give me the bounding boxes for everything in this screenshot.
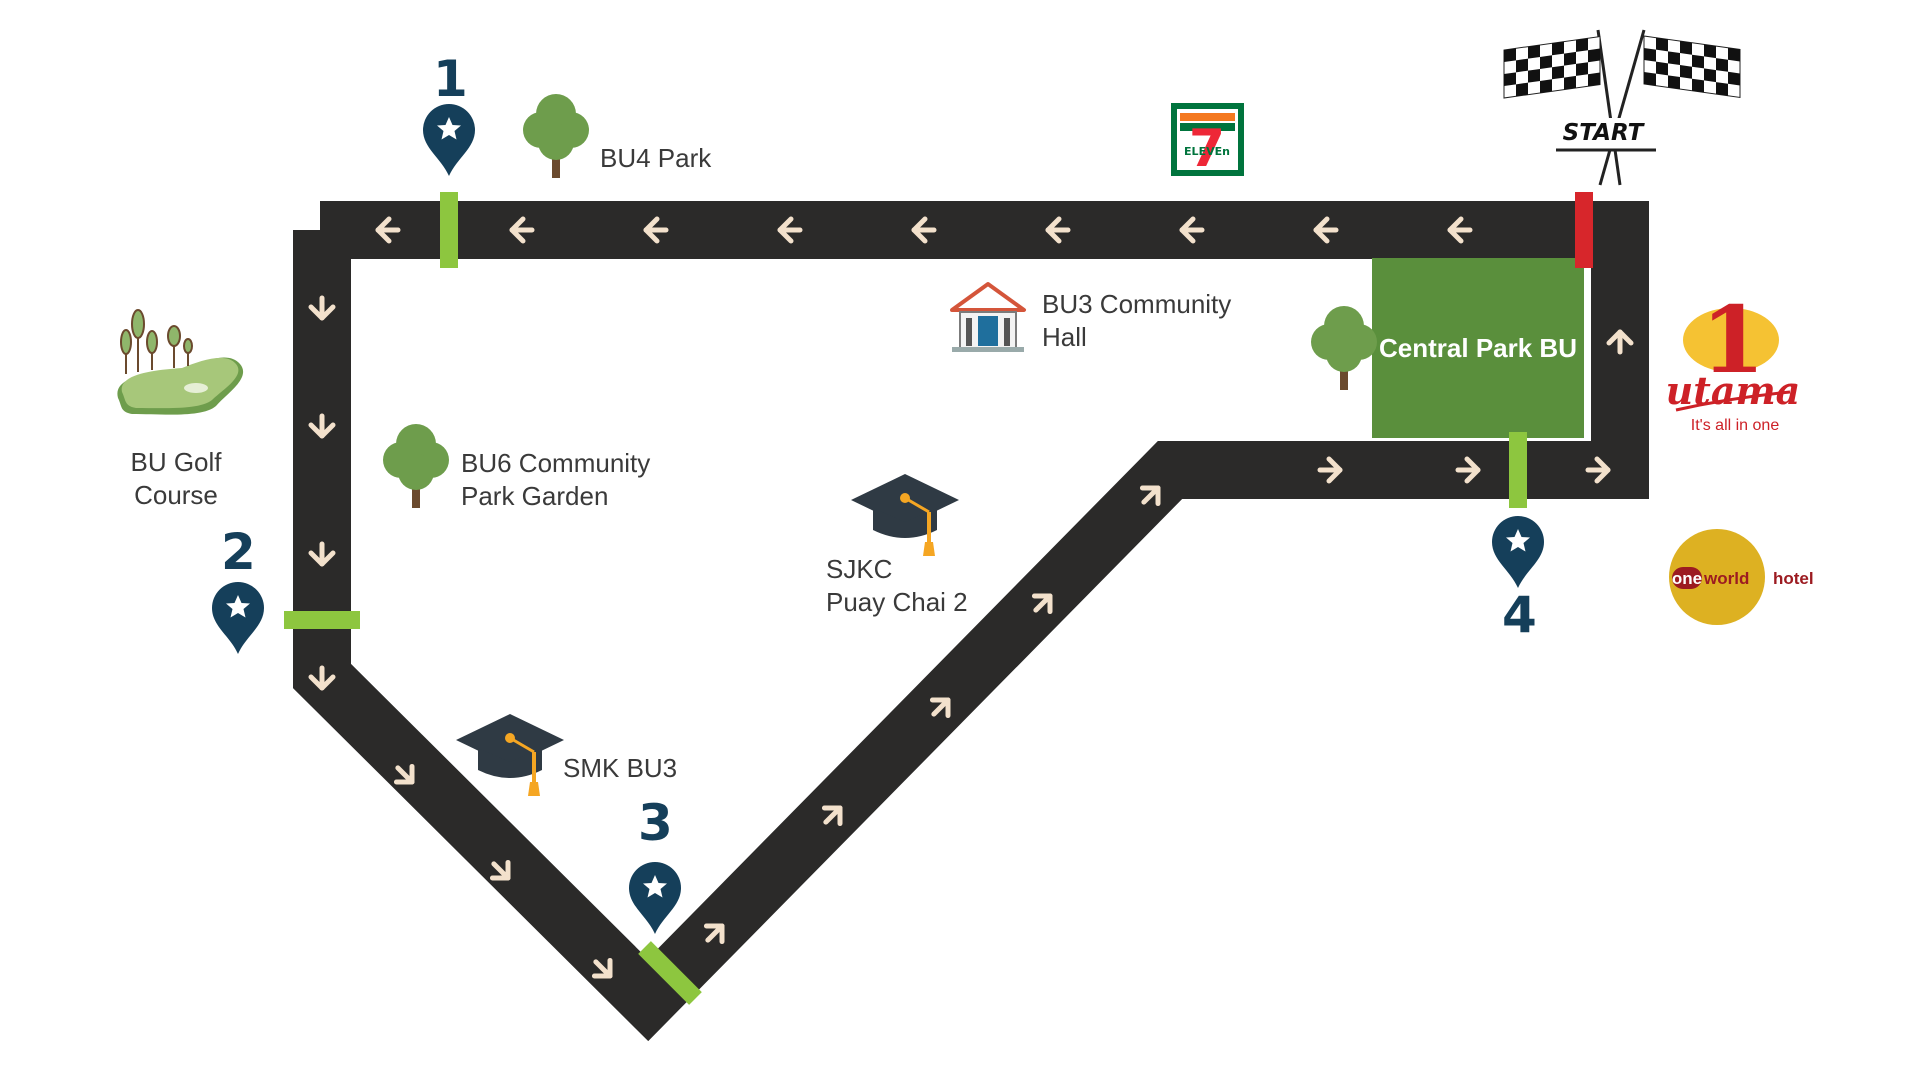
utama-wordmark: utama	[1666, 368, 1801, 413]
oneworld-prefix: one	[1672, 569, 1702, 588]
seven-eleven-wordmark: ELEVEn	[1184, 145, 1230, 158]
start-label: START	[1562, 120, 1644, 146]
seven-eleven-logo: 7 ELEVEn	[1171, 103, 1244, 179]
seven-eleven-digit: 7	[1189, 119, 1225, 179]
oneworld-suffix: hotel	[1773, 569, 1814, 588]
utama-number: 1	[1701, 286, 1765, 394]
checkered-flag-icon	[1503, 29, 1741, 186]
community-hall-icon	[950, 282, 1026, 352]
checkpoint-1-bar	[440, 192, 458, 268]
central-park-label: Central Park BU	[1379, 332, 1577, 363]
checkpoint-2-bar	[284, 611, 360, 629]
tree-icon	[1311, 306, 1377, 390]
bu4-park-label: BU4 Park	[600, 143, 712, 173]
start-bar	[1575, 192, 1593, 268]
checkpoint-1-number: 1	[433, 50, 468, 108]
bu3-community-hall-label: BU3 Community Hall	[1042, 289, 1232, 352]
checkpoint-4-bar	[1509, 432, 1527, 508]
checkpoint-3-bar	[638, 941, 702, 1005]
tree-icon	[523, 94, 589, 178]
golf-course-icon	[117, 309, 244, 415]
bu6-garden-label: BU6 Community Park Garden	[461, 448, 651, 511]
map-pin-star-icon	[423, 104, 475, 176]
graduation-cap-icon	[849, 472, 961, 558]
checkpoint-2-number: 2	[221, 523, 256, 581]
checkpoint-4-number: 4	[1502, 586, 1537, 644]
one-utama-logo: 1 utama It's all in one	[1666, 286, 1801, 434]
golf-course-label: BU Golf Course	[130, 447, 222, 510]
map-pin-star-icon	[629, 862, 681, 934]
tree-icon	[383, 424, 449, 508]
oneworld-mid: world	[1703, 569, 1749, 588]
smk-bu3-label: SMK BU3	[563, 753, 678, 783]
map-pin-star-icon	[212, 582, 264, 654]
graduation-cap-icon	[454, 712, 566, 798]
utama-tagline: It's all in one	[1691, 417, 1780, 434]
central-park-block	[1372, 258, 1584, 438]
checkpoint-3-number: 3	[638, 794, 673, 852]
map-pin-star-icon	[1492, 516, 1544, 588]
one-world-hotel-logo: one world hotel	[1669, 529, 1814, 625]
sjkc-label: SJKC Puay Chai 2	[826, 554, 968, 617]
